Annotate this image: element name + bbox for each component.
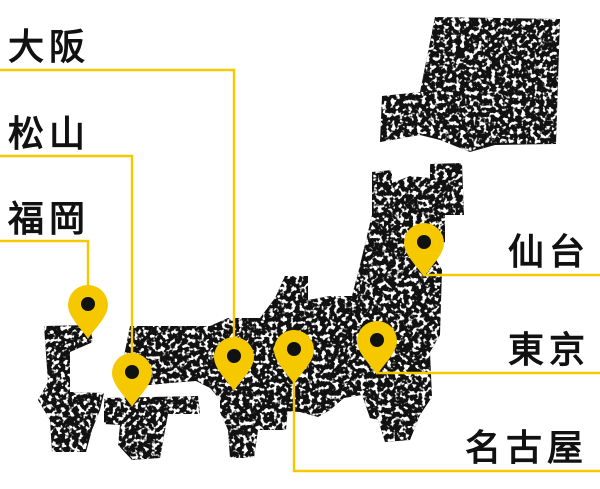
map-pin-dot [227,349,241,363]
city-label-osaka: 大阪 [8,27,91,68]
map-pin-dot [125,365,139,379]
map-pin-icon-matsuyama [112,353,152,407]
map-pins [68,223,444,407]
leader-line-fukuoka [0,239,90,306]
land-layer [38,17,560,460]
leader-lines [0,68,600,473]
map-pin-dot [417,235,431,249]
leader-line-matsuyama [0,154,134,372]
city-label-fukuoka: 福岡 [8,199,91,240]
map-pin-icon [404,223,444,277]
map-pin-icon-sendai [404,223,444,277]
map-pin-icon [357,321,397,375]
city-label-nagoya: 名古屋 [465,428,589,469]
city-label-matsuyama: 松山 [8,114,91,155]
map-pin-dot [287,342,301,356]
map-pin-icon [112,353,152,407]
map-pin-icon-tokyo [357,321,397,375]
map-pin-icon [214,337,254,391]
land-speckle-texture [38,17,560,460]
map-pin-icon [274,330,314,384]
map-pin-dot [370,333,384,347]
leader-line-nagoya [292,350,600,473]
leader-line-osaka [0,68,236,355]
map-pin-icon-nagoya [274,330,314,384]
map-pin-icon [68,285,108,339]
city-label-tokyo: 東京 [508,330,591,371]
map-pin-icon-fukuoka [68,285,108,339]
city-label-sendai: 仙台 [508,232,591,273]
map-pin-icon-osaka [214,337,254,391]
map-pin-dot [81,297,95,311]
